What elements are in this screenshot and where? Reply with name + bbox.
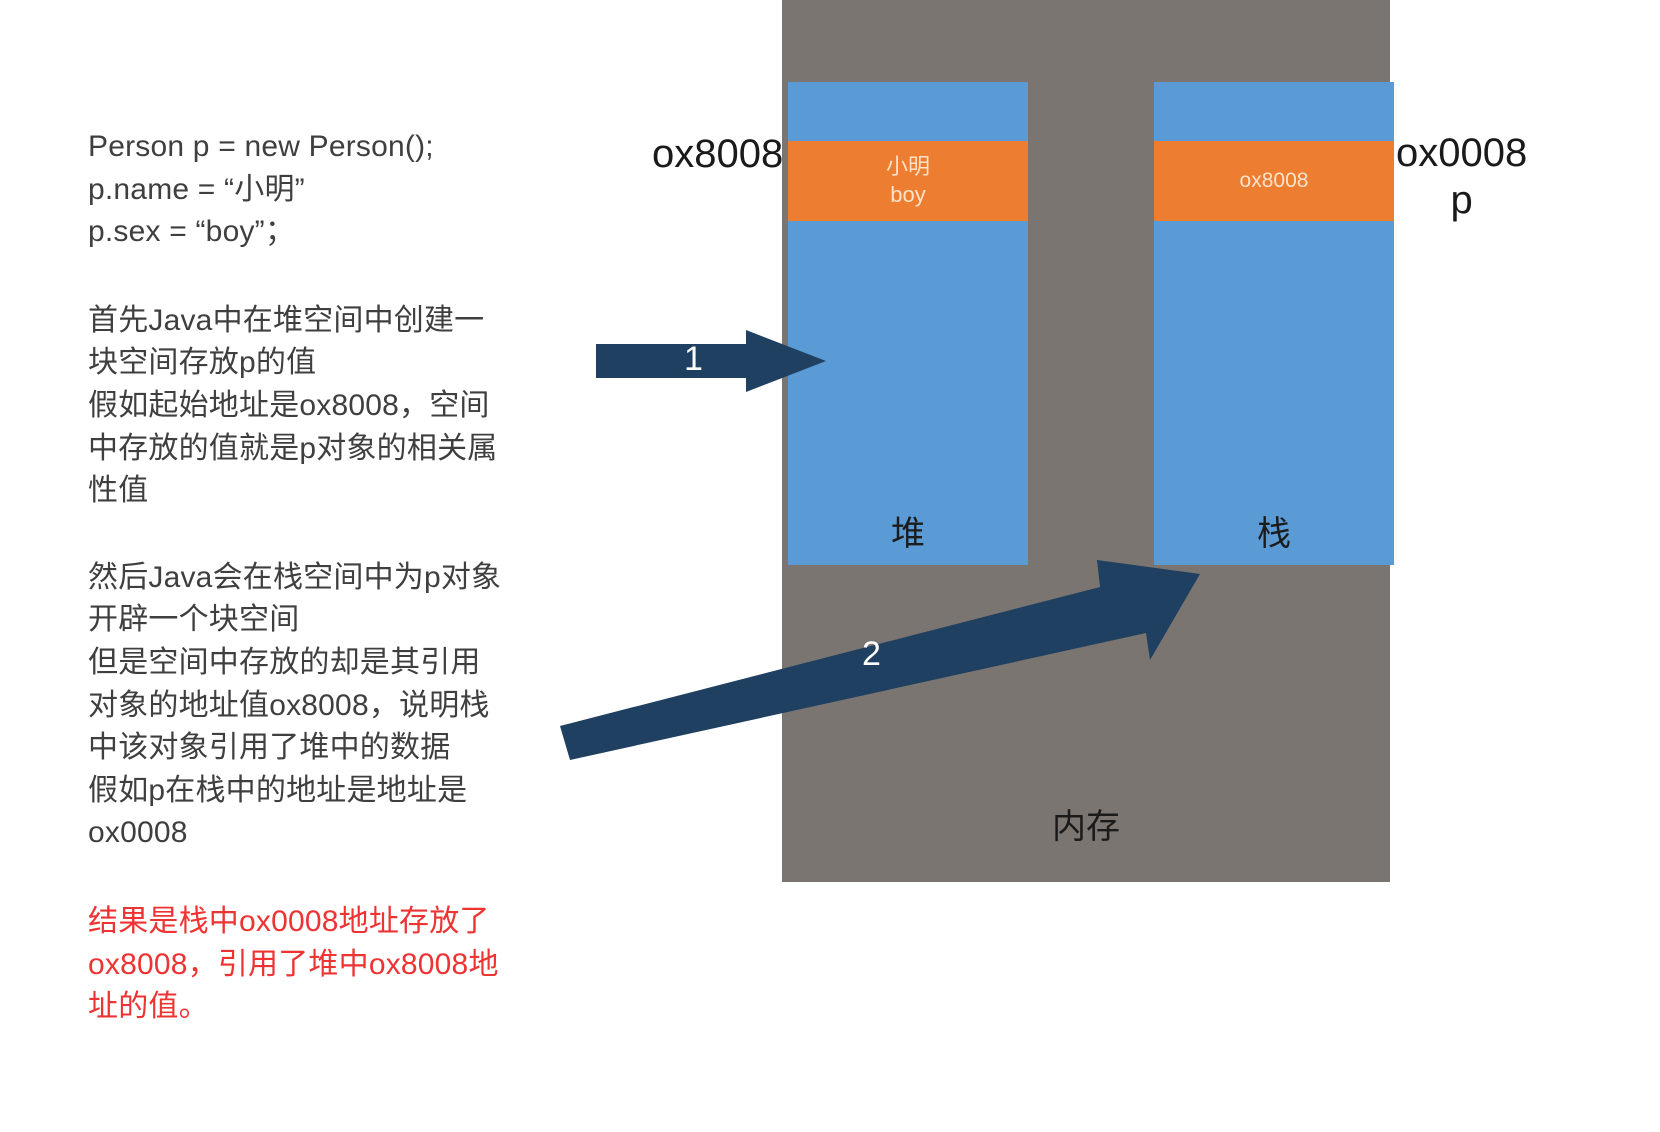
java-code-snippet: Person p = new Person(); p.name = “小明” p…	[88, 130, 434, 249]
explanation-column: Person p = new Person(); p.name = “小明” p…	[88, 126, 588, 1029]
stack-label: 栈	[1257, 515, 1291, 553]
stack-cell-address-value: ox8008	[1239, 168, 1309, 192]
heap-cell-name-value: 小明	[885, 153, 930, 179]
heap-object-cell: 小明 boy	[788, 141, 1028, 221]
stack-block: ox8008 栈	[1154, 82, 1394, 565]
memory-region: 小明 boy 堆 ox8008 栈 内存	[782, 0, 1394, 882]
step-2-arrow	[560, 560, 1200, 760]
heap-cell-sex-value: boy	[890, 182, 926, 207]
heap-label: 堆	[891, 515, 925, 553]
stack-explanation-paragraph: 然后Java会在栈空间中为p对象 开辟一个块空间 但是空间中存放的却是其引用 对…	[88, 560, 502, 850]
heap-address-label: ox8008	[652, 132, 784, 176]
stack-reference-cell: ox8008	[1154, 141, 1394, 221]
stack-address-label: ox0008	[1396, 131, 1528, 175]
step-2-number: 2	[862, 635, 881, 673]
stack-address-callout: ox0008 p	[1396, 130, 1527, 224]
memory-label: 内存	[1052, 808, 1120, 846]
stack-variable-label: p	[1450, 178, 1473, 223]
step-1-number: 1	[684, 340, 703, 378]
heap-explanation-paragraph: 首先Java中在堆空间中创建一 块空间存放p的值 假如起始地址是ox8008，空…	[88, 303, 498, 508]
heap-block: 小明 boy 堆	[788, 82, 1028, 565]
result-summary-paragraph: 结果是栈中ox0008地址存放了 ox8008，引用了堆中ox8008地 址的值…	[88, 904, 499, 1024]
step-1-arrow	[596, 330, 826, 392]
